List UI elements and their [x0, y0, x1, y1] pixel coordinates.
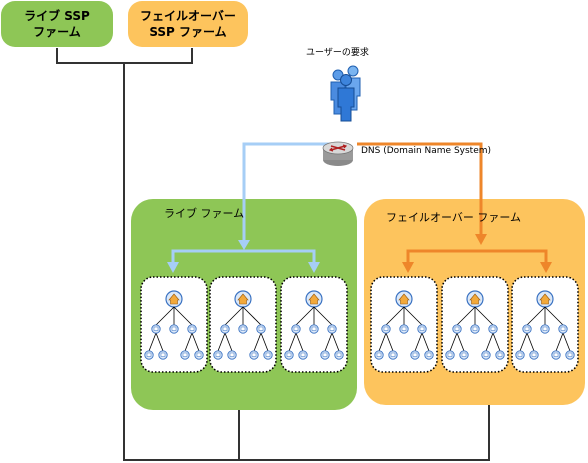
page-node-icon [488, 324, 498, 334]
page-node-icon [194, 350, 204, 360]
page-node-icon [374, 350, 384, 360]
hierarchy-lines [288, 306, 340, 352]
page-node-icon [249, 350, 259, 360]
live-route-arrow-center [238, 240, 250, 250]
page-node-icon [320, 350, 330, 360]
page-node-icon [495, 350, 505, 360]
home-icon [536, 290, 554, 308]
page-node-icon [220, 324, 230, 334]
failover-route-arrow-right [540, 262, 552, 273]
failover-site-collection [370, 276, 438, 373]
page-node-icon [381, 324, 391, 334]
failover-site-collection [441, 276, 509, 373]
home-icon [165, 290, 183, 308]
page-node-icon [334, 350, 344, 360]
page-node-icon [151, 324, 161, 334]
page-node-icon [227, 350, 237, 360]
hierarchy-lines [217, 306, 269, 352]
page-node-icon [158, 350, 168, 360]
page-node-icon [256, 324, 266, 334]
failover-farm-title: フェイルオーバー ファーム [386, 211, 522, 224]
failover-route-arrow-center [475, 234, 487, 245]
page-node-icon [522, 324, 532, 334]
top-boxes-connector [56, 48, 193, 64]
live-site-collection [209, 276, 277, 373]
live-ssp-farm-label: ライブ SSP ファーム [24, 9, 90, 39]
page-node-icon [445, 350, 455, 360]
dns-label: DNS (Domain Name System) [361, 146, 492, 156]
page-node-icon [180, 350, 190, 360]
home-icon [234, 290, 252, 308]
page-node-icon [417, 324, 427, 334]
connector-lines [56, 48, 490, 461]
page-node-icon [459, 350, 469, 360]
live-site-collection [280, 276, 348, 373]
home-icon [305, 290, 323, 308]
page-node-icon [263, 350, 273, 360]
home-icon [395, 290, 413, 308]
failover-site-collection [511, 276, 579, 373]
user-request-label: ユーザーの要求 [306, 48, 369, 58]
page-node-icon [558, 324, 568, 334]
page-node-icon [327, 324, 337, 334]
page-node-icon [424, 350, 434, 360]
page-node-icon [565, 350, 575, 360]
page-node-icon [284, 350, 294, 360]
page-node-icon [452, 324, 462, 334]
page-node-icon [515, 350, 525, 360]
page-node-icon [529, 350, 539, 360]
failover-ssp-farm-box: フェイルオーバー SSP ファーム [128, 1, 248, 47]
page-node-icon [291, 324, 301, 334]
live-farm-title: ライブ ファーム [164, 207, 245, 220]
page-node-icon [388, 350, 398, 360]
page-node-icon [169, 324, 179, 334]
failover-ssp-farm-label: フェイルオーバー SSP ファーム [140, 9, 236, 39]
page-node-icon [399, 324, 409, 334]
hierarchy-lines [449, 306, 501, 352]
failover-route-arrow-left [402, 262, 414, 273]
live-ssp-farm-box: ライブ SSP ファーム [1, 1, 113, 47]
page-node-icon [470, 324, 480, 334]
page-node-icon [213, 350, 223, 360]
page-node-icon [481, 350, 491, 360]
live-route-arrow-left [167, 262, 179, 273]
router-icon [322, 141, 354, 166]
page-node-icon [144, 350, 154, 360]
site-collections [140, 276, 579, 373]
live-site-collection [140, 276, 208, 373]
hierarchy-lines [519, 306, 571, 352]
live-route [171, 142, 330, 262]
left-backbone-line [123, 63, 490, 461]
page-node-icon [410, 350, 420, 360]
page-node-icon [298, 350, 308, 360]
users-icon [330, 65, 361, 122]
page-node-icon [238, 324, 248, 334]
failover-route [357, 142, 548, 262]
page-node-icon [551, 350, 561, 360]
live-route-arrow-right [308, 262, 320, 273]
page-node-icon [309, 324, 319, 334]
home-icon [466, 290, 484, 308]
page-node-icon [187, 324, 197, 334]
hierarchy-lines [148, 306, 200, 352]
page-node-icon [540, 324, 550, 334]
hierarchy-lines [378, 306, 430, 352]
